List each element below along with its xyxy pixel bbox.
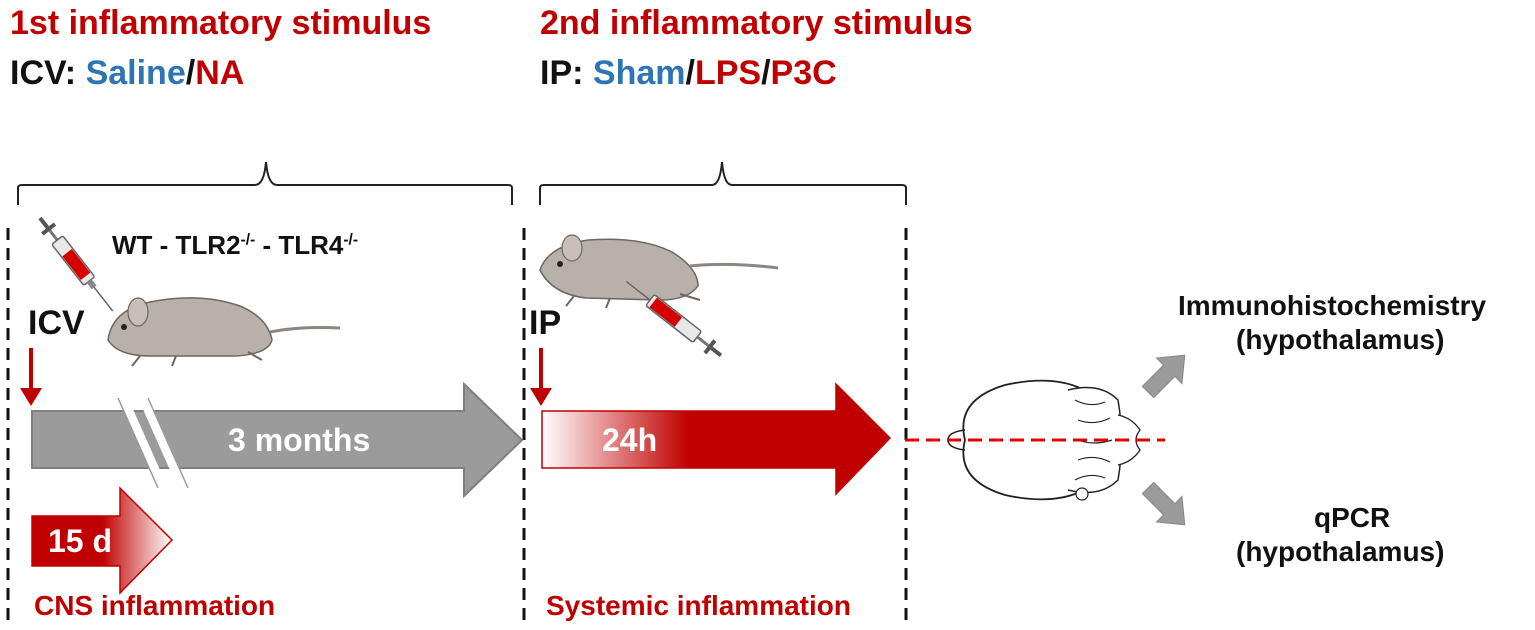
- stimulus1-route: ICV: Saline/NA: [10, 56, 244, 90]
- syringe-icon: [38, 216, 114, 312]
- arrow-up-right-icon: [1141, 354, 1186, 399]
- genotype-tlr4: - TLR4: [255, 230, 344, 260]
- timeline-arrow-24h: [541, 382, 892, 496]
- mouse-icon: [107, 297, 341, 367]
- stimulus2-separator-1: /: [685, 54, 695, 92]
- arrow-down-right-icon: [1141, 481, 1186, 526]
- cns-inflammation-label: CNS inflammation: [34, 590, 276, 621]
- stimulus1-option-na: NA: [195, 54, 245, 92]
- genotype-tlr4-sup: -/-: [343, 231, 359, 249]
- arrow-down-icon: [20, 348, 42, 406]
- genotype-label: WT - TLR2-/- - TLR4-/-: [112, 232, 358, 258]
- icv-label: ICV: [28, 304, 85, 342]
- stimulus2-route: IP: Sham/LPS/P3C: [540, 56, 837, 90]
- brace-left: [17, 161, 513, 205]
- arrow-down-icon: [530, 348, 552, 406]
- duration-3-months: 3 months: [228, 422, 371, 458]
- stimulus1-heading: 1st inflammatory stimulus: [10, 4, 432, 42]
- stimulus2-separator-2: /: [761, 54, 771, 92]
- outcome-qpcr: qPCR: [1314, 502, 1391, 533]
- time-break-icon-2: [138, 398, 188, 488]
- outcome-qpcr-region: (hypothalamus): [1236, 536, 1445, 567]
- genotype-tlr2-sup: -/-: [240, 231, 256, 249]
- ip-label: IP: [529, 304, 562, 342]
- brace-right: [539, 161, 907, 205]
- outcome-ihc: Immunohistochemistry: [1178, 290, 1487, 321]
- systemic-inflammation-label: Systemic inflammation: [546, 590, 851, 621]
- duration-15-days: 15 d: [48, 523, 113, 559]
- stimulus1-separator: /: [185, 54, 196, 92]
- syringe-icon: [625, 280, 723, 357]
- timeline-arrow-15-days: [31, 486, 174, 595]
- outcome-ihc-region: (hypothalamus): [1236, 324, 1445, 355]
- time-break-icon: [118, 398, 168, 488]
- stimulus2-heading: 2nd inflammatory stimulus: [540, 4, 973, 42]
- stimulus1-route-prefix: ICV:: [10, 54, 86, 92]
- stimulus2-option-lps: LPS: [694, 54, 762, 92]
- stimulus2-route-prefix: IP:: [540, 54, 593, 92]
- stimulus2-option-p3c: P3C: [770, 54, 837, 92]
- genotype-wt-tlr2: WT - TLR2: [112, 230, 241, 260]
- stimulus2-option-sham: Sham: [592, 54, 686, 92]
- stimulus1-option-saline: Saline: [85, 54, 186, 92]
- mouse-icon: [539, 234, 779, 309]
- duration-24h: 24h: [602, 422, 658, 458]
